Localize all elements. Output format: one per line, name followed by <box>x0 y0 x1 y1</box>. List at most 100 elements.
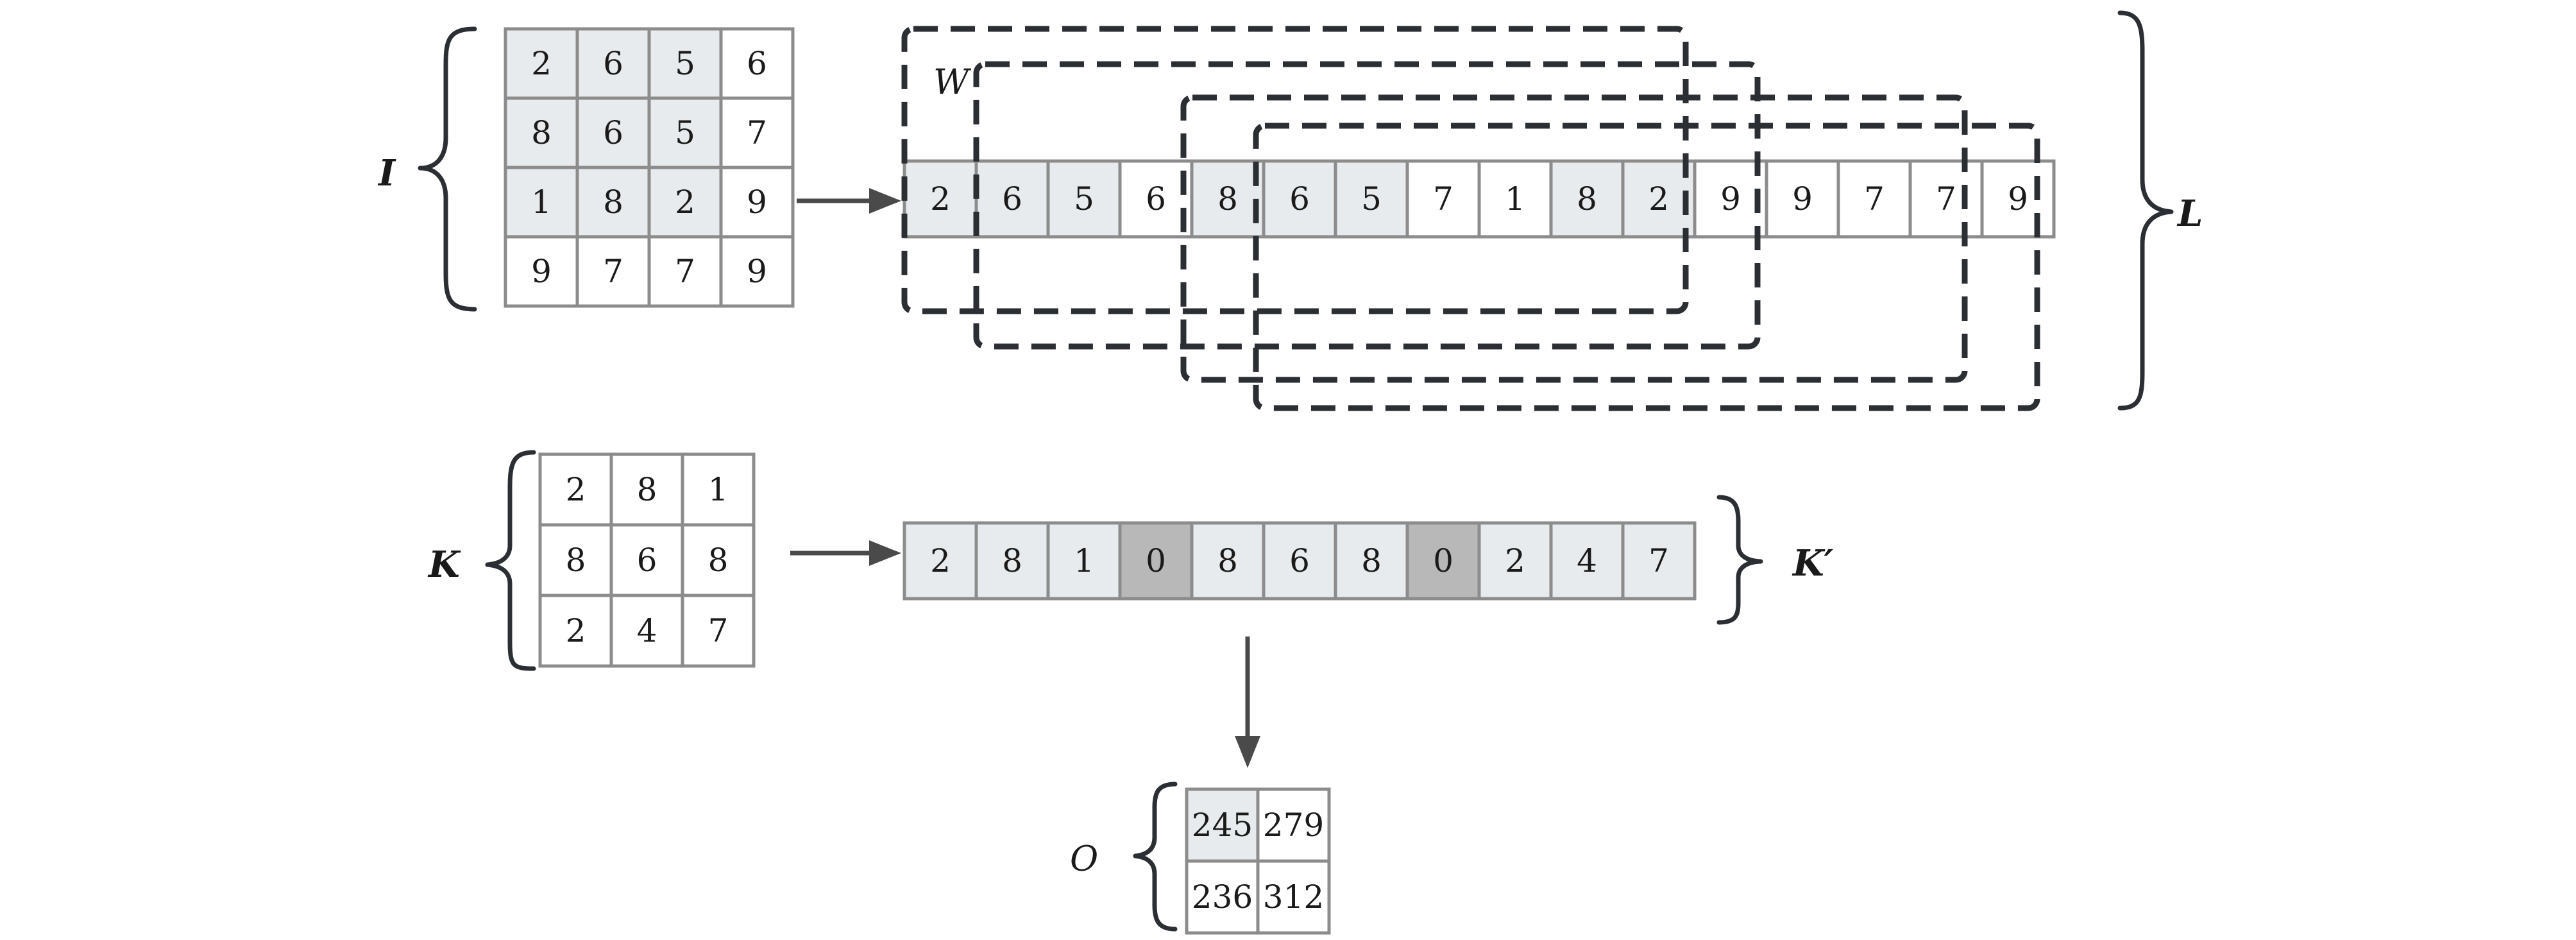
kernel-row-cell: 1 <box>1074 542 1094 579</box>
lowered-cell: 2 <box>1648 180 1669 218</box>
kernel-row-cell-box <box>1477 521 1553 601</box>
output-cell: 245 <box>1192 807 1253 844</box>
input-brace <box>418 26 477 312</box>
window-box-1 <box>901 26 1689 314</box>
lowered-cell: 7 <box>1936 180 1956 218</box>
kernel-label: K <box>427 543 461 586</box>
kernel-row-cell: 2 <box>930 542 951 579</box>
lowered-cell-box <box>1118 159 1194 239</box>
kernel-brace <box>485 450 536 671</box>
output-cell: 312 <box>1263 878 1324 916</box>
output-cell-box <box>1185 859 1260 935</box>
kernel-row-cell-box <box>1118 521 1194 601</box>
output-cell: 236 <box>1192 878 1253 916</box>
output-brace <box>1133 782 1178 932</box>
kernel-matrix: 2 8 1 8 6 8 2 4 7 <box>538 452 756 668</box>
kernel-row-cell-box <box>1262 521 1337 601</box>
kernel-row-cell-box <box>1334 521 1409 601</box>
kernel-cell: 8 <box>708 542 729 579</box>
kernel-cell-box <box>538 523 613 597</box>
kernel-row-cell: 0 <box>1146 542 1166 579</box>
input-cell: 2 <box>675 184 695 221</box>
input-cell: 9 <box>747 184 767 221</box>
lowered-cell: 9 <box>1720 180 1741 218</box>
lowered-cell-box <box>1980 159 2056 239</box>
kernel-row-cell: 6 <box>1289 542 1310 579</box>
kernel-row-cell: 8 <box>1217 542 1238 579</box>
kernel-row-cell: 7 <box>1648 542 1669 579</box>
lowered-cell-box <box>1334 159 1409 239</box>
window-box-2 <box>973 61 1761 350</box>
kernel-cell: 6 <box>637 542 657 579</box>
arrow-kernel-to-row <box>790 540 901 566</box>
output-cell: 279 <box>1263 807 1324 844</box>
lowered-cell-box <box>1765 159 1840 239</box>
input-cell-box <box>575 166 651 239</box>
lowered-label: L <box>2176 192 2203 235</box>
kernel-cell: 1 <box>708 471 729 508</box>
lowered-cell-box <box>1693 159 1768 239</box>
kernel-row-cell-box <box>902 521 978 601</box>
input-cell-box <box>504 235 579 308</box>
lowered-cell: 6 <box>1289 180 1310 218</box>
kernel-cell-box <box>681 594 756 668</box>
kernel-cell-box <box>609 523 684 597</box>
input-cell: 9 <box>747 253 767 290</box>
input-cell-box <box>719 27 795 100</box>
input-cell: 7 <box>603 253 623 290</box>
arrow-row-to-output <box>1235 637 1260 768</box>
kernel-row-cell-box <box>1190 521 1266 601</box>
input-cell: 9 <box>531 253 552 290</box>
kernel-cell: 4 <box>637 612 657 649</box>
lowered-cell-box <box>1908 159 1984 239</box>
input-cell: 8 <box>531 114 552 151</box>
lowered-cell: 7 <box>1864 180 1885 218</box>
input-cell: 7 <box>747 114 767 151</box>
lowered-cell-box <box>1621 159 1697 239</box>
window-label: W <box>933 62 972 103</box>
lowered-cell-box <box>1262 159 1337 239</box>
input-cell: 2 <box>531 45 552 82</box>
input-cell: 6 <box>747 45 767 82</box>
kernel-row-cell: 0 <box>1433 542 1453 579</box>
window-box-4 <box>1253 123 2040 411</box>
lowered-cell: 1 <box>1505 180 1525 218</box>
kernel-row-cell-box <box>1405 521 1481 601</box>
lowered-cell-box <box>1046 159 1122 239</box>
output-matrix: 245 279 236 312 <box>1185 787 1331 935</box>
lowered-cell: 2 <box>930 180 951 218</box>
input-label: I <box>377 152 396 194</box>
kernel-cell: 8 <box>566 542 586 579</box>
input-cell: 5 <box>675 45 695 82</box>
kernel-row-cell: 2 <box>1505 542 1525 579</box>
kernel-cell: 2 <box>566 471 586 508</box>
input-cell: 6 <box>603 45 623 82</box>
kernel-row-cell-box <box>1549 521 1625 601</box>
lowered-cell: 6 <box>1002 180 1022 218</box>
lowered-cell: 9 <box>1792 180 1813 218</box>
input-cell-box <box>719 166 795 239</box>
kernel-cell: 8 <box>637 471 657 508</box>
input-cell: 1 <box>531 184 552 221</box>
kernel-cell: 2 <box>566 612 586 649</box>
kernel-flat-label: K′ <box>1792 542 1834 585</box>
kernel-row-cell-box <box>1621 521 1697 601</box>
output-cell-box <box>1256 787 1331 863</box>
window-box-3 <box>1180 94 1968 383</box>
input-cell: 5 <box>675 114 695 151</box>
lowered-cell: 5 <box>1074 180 1094 218</box>
kernel-row-cell: 4 <box>1577 542 1597 579</box>
kernel-cell: 7 <box>708 612 729 649</box>
kernel-cell-box <box>609 594 684 668</box>
output-label: O <box>1070 839 1098 879</box>
lowered-cell: 8 <box>1577 180 1597 218</box>
lowered-cell-box <box>1190 159 1266 239</box>
arrow-input-to-row <box>797 188 901 214</box>
input-cell: 8 <box>603 184 623 221</box>
input-cell-box <box>575 235 651 308</box>
input-cell: 6 <box>603 114 623 151</box>
